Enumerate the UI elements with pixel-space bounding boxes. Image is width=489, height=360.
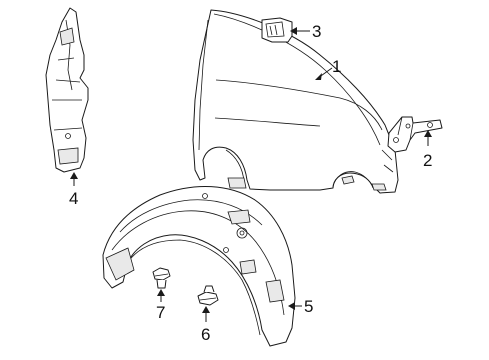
fender-liner	[102, 185, 296, 347]
fender-bracket	[387, 116, 443, 153]
callout-6: 6	[201, 325, 210, 344]
callout-5: 5	[304, 297, 313, 316]
splash-shield	[45, 7, 89, 173]
leader-line-7	[157, 289, 165, 302]
leader-line-2	[424, 130, 432, 146]
push-pin-fastener	[197, 285, 219, 306]
callout-1: 1	[332, 57, 341, 76]
callout-3: 3	[312, 22, 321, 41]
callout-4: 4	[69, 189, 78, 208]
callout-2: 2	[423, 151, 432, 170]
screw-fastener	[152, 267, 171, 289]
leader-line-3	[290, 27, 310, 35]
leader-line-1	[315, 67, 333, 80]
leader-line-4	[70, 172, 78, 186]
fender-clip	[261, 17, 293, 43]
callout-7: 7	[156, 303, 165, 322]
fender-panel	[192, 9, 399, 194]
leader-line-5	[288, 302, 302, 310]
leader-line-6	[202, 306, 210, 322]
